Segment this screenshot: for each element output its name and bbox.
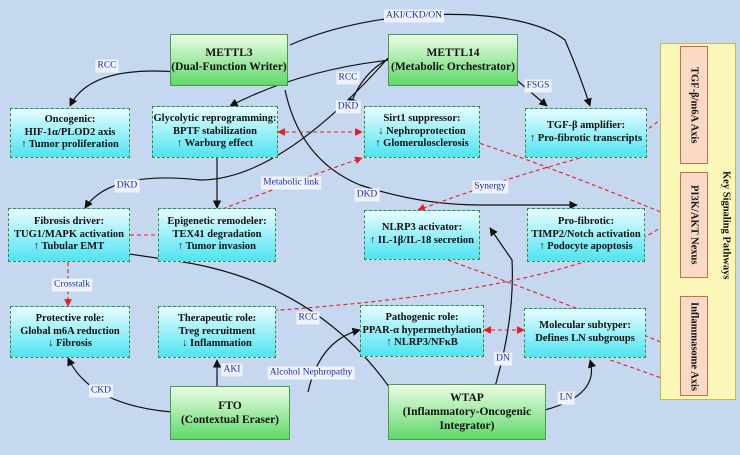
node-fto-name: FTO — [218, 399, 242, 412]
edge-mettl14-fibrosis — [84, 57, 389, 209]
node-sirt1: Sirt1 suppressor: ↓ Nephroprotection ↑ G… — [364, 106, 480, 158]
node-mettl14: METTL14 (Metabolic Orchestrator) — [388, 34, 518, 86]
node-fibrosis: Fibrosis driver: TUG1/MAPK activation ↑ … — [8, 208, 130, 262]
edge-label-dn: DN — [494, 352, 512, 366]
pathogenic-line-3: ↑ NLRP3/NFκB — [386, 337, 458, 349]
edge-label-rcc-left: RCC — [95, 59, 119, 73]
pathogenic-line-1: Pathogenic role: — [385, 311, 459, 323]
edge-label-synergy: Synergy — [472, 180, 508, 194]
node-fto: FTO (Contextual Eraser) — [170, 386, 290, 440]
legend-title: Key Signaling Pathways — [720, 170, 732, 280]
epigenetic-line-3: ↑ Tumor invasion — [177, 241, 256, 253]
glycolytic-line-3: ↑ Warburg effect — [176, 138, 254, 150]
nlrp3-line-1: NLRP3 activator: — [381, 222, 463, 234]
edge-label-aki-ckd-on: AKI/CKD/ON — [384, 9, 444, 23]
glycolytic-line-2: BPTF stabilization — [173, 125, 257, 137]
edge-wtap-nlrp3 — [489, 227, 513, 391]
node-wtap-role: (Inflammatory-Oncogenic — [402, 405, 532, 418]
legend-pi3k-axis: PI3K/AKT Nexus — [680, 172, 708, 278]
legend-tgf-axis-label: TGF-β/m6A Axis — [688, 66, 700, 144]
edge-mettl3-oncogenic — [69, 70, 179, 107]
sirt1-line-3: ↑ Glomerulosclerosis — [375, 138, 469, 150]
node-profibrotic: Pro-fibrotic: TIMP2/Notch activation ↑ P… — [527, 208, 645, 262]
edge-label-aki: AKI — [221, 363, 243, 377]
node-mettl3-role: (Dual-Function Writer) — [171, 61, 287, 73]
profibrotic-line-2: TIMP2/Notch activation — [531, 228, 641, 240]
therapeutic-line-1: Therapeutic role: — [177, 312, 257, 324]
node-pathogenic: Pathogenic role: PPAR-α hypermethylation… — [360, 305, 484, 357]
edge-fibrosis-sirt1 — [130, 156, 363, 236]
edge-label-dkd-right: DKD — [354, 188, 380, 202]
node-molecular: Molecular subtyper: Defines LN subgroups — [524, 308, 646, 358]
legend-pi3k-axis-label: PI3K/AKT Nexus — [688, 185, 700, 265]
sirt1-line-1: Sirt1 suppressor: — [383, 112, 461, 124]
legend-inflammasome-axis-label: Inflammasome Axis — [688, 301, 700, 391]
sirt1-line-2: ↓ Nephroprotection — [378, 125, 466, 137]
edge-label-fsgs: FSGS — [524, 79, 552, 93]
node-therapeutic: Therapeutic role: Treg recruitment ↓ Inf… — [158, 306, 276, 358]
node-oncogenic: Oncogenic: HIF-1α/PLOD2 axis ↑ Tumor pro… — [10, 108, 130, 158]
edge-label-dkd-left: DKD — [114, 179, 140, 193]
edge-label-alcohol-nephropathy: Alcohol Nephropathy — [267, 366, 355, 380]
node-fto-role: (Contextual Eraser) — [180, 414, 280, 426]
edge-mettl14-glycolytic — [229, 59, 391, 107]
protective-line-1: Protective role: — [35, 312, 105, 324]
therapeutic-line-2: Treg recruitment — [178, 325, 256, 337]
edge-label-crosstalk: Crosstalk — [52, 278, 92, 292]
node-epigenetic: Epigenetic remodeler: TEX41 degradation … — [158, 208, 276, 262]
edge-fto-protective — [67, 357, 173, 413]
oncogenic-line-3: ↑ Tumor proliferation — [21, 139, 119, 151]
node-mettl14-role: (Metabolic Orchestrator) — [390, 61, 515, 73]
node-nlrp3: NLRP3 activator: ↑ IL-1β/IL-18 secretion — [364, 210, 480, 260]
edge-mettl3-tgfb — [289, 13, 592, 107]
edge-legend-pi3k — [249, 211, 681, 313]
fibrosis-line-2: TUG1/MAPK activation — [14, 228, 124, 240]
node-wtap-role-2: Integrator) — [439, 420, 495, 432]
fibrosis-line-3: ↑ Tubular EMT — [33, 241, 105, 253]
edge-wtap-fibrosis — [61, 240, 399, 401]
edge-label-metabolic-link: Metabolic link — [261, 176, 321, 190]
edge-label-rcc-mid: RCC — [336, 71, 360, 85]
edge-legend-cross — [469, 139, 681, 221]
edge-label-ln: LN — [557, 391, 575, 405]
oncogenic-line-2: HIF-1α/PLOD2 axis — [24, 126, 116, 138]
node-mettl14-name: METTL14 — [426, 46, 480, 59]
legend-tgf-axis: TGF-β/m6A Axis — [680, 46, 708, 164]
protective-line-2: Global m6A reduction — [20, 325, 120, 337]
epigenetic-line-1: Epigenetic remodeler: — [167, 215, 267, 227]
molecular-line-1: Molecular subtyper: — [539, 320, 631, 332]
node-protective: Protective role: Global m6A reduction ↓ … — [10, 306, 130, 358]
protective-line-3: ↓ Fibrosis — [48, 338, 92, 350]
epigenetic-line-2: TEX41 degradation — [172, 228, 262, 240]
edge-label-dkd-mid: DKD — [335, 100, 361, 114]
node-tgfb: TGF-β amplifier: ↑ Pro-fibrotic transcri… — [525, 108, 647, 158]
therapeutic-line-3: ↓ Inflammation — [182, 338, 252, 350]
oncogenic-line-1: Oncogenic: — [44, 113, 96, 125]
tgfb-line-1: TGF-β amplifier: — [546, 120, 626, 132]
edge-fto-pathogenic — [307, 327, 361, 393]
legend-title-wrap: Key Signaling Pathways — [716, 100, 736, 350]
glycolytic-line-1: Glycolytic reprogramming: — [153, 112, 277, 124]
edge-wtap-molecular — [544, 359, 597, 411]
tgfb-line-2: ↑ Pro-fibrotic transcripts — [529, 133, 643, 144]
edge-label-rcc-bottom: RCC — [296, 311, 320, 325]
molecular-line-2: Defines LN subgroups — [535, 333, 635, 344]
legend-inflammasome-axis: Inflammasome Axis — [680, 296, 708, 396]
nlrp3-line-2: ↑ IL-1β/IL-18 secretion — [370, 235, 474, 246]
fibrosis-line-1: Fibrosis driver: — [33, 215, 105, 227]
node-glycolytic: Glycolytic reprogramming: BPTF stabiliza… — [152, 106, 278, 158]
node-mettl3: METTL3 (Dual-Function Writer) — [170, 34, 288, 86]
profibrotic-line-1: Pro-fibrotic: — [557, 215, 615, 227]
edge-legend-inflammasome — [419, 249, 681, 351]
node-wtap: WTAP (Inflammatory-Oncogenic Integrator) — [388, 384, 546, 440]
pathogenic-line-2: PPAR-α hypermethylation — [362, 324, 482, 336]
node-mettl3-name: METTL3 — [205, 46, 253, 59]
node-wtap-name: WTAP — [450, 391, 484, 404]
profibrotic-line-3: ↑ Podocyte apoptosis — [539, 241, 633, 253]
edge-label-ckd: CKD — [88, 384, 114, 398]
